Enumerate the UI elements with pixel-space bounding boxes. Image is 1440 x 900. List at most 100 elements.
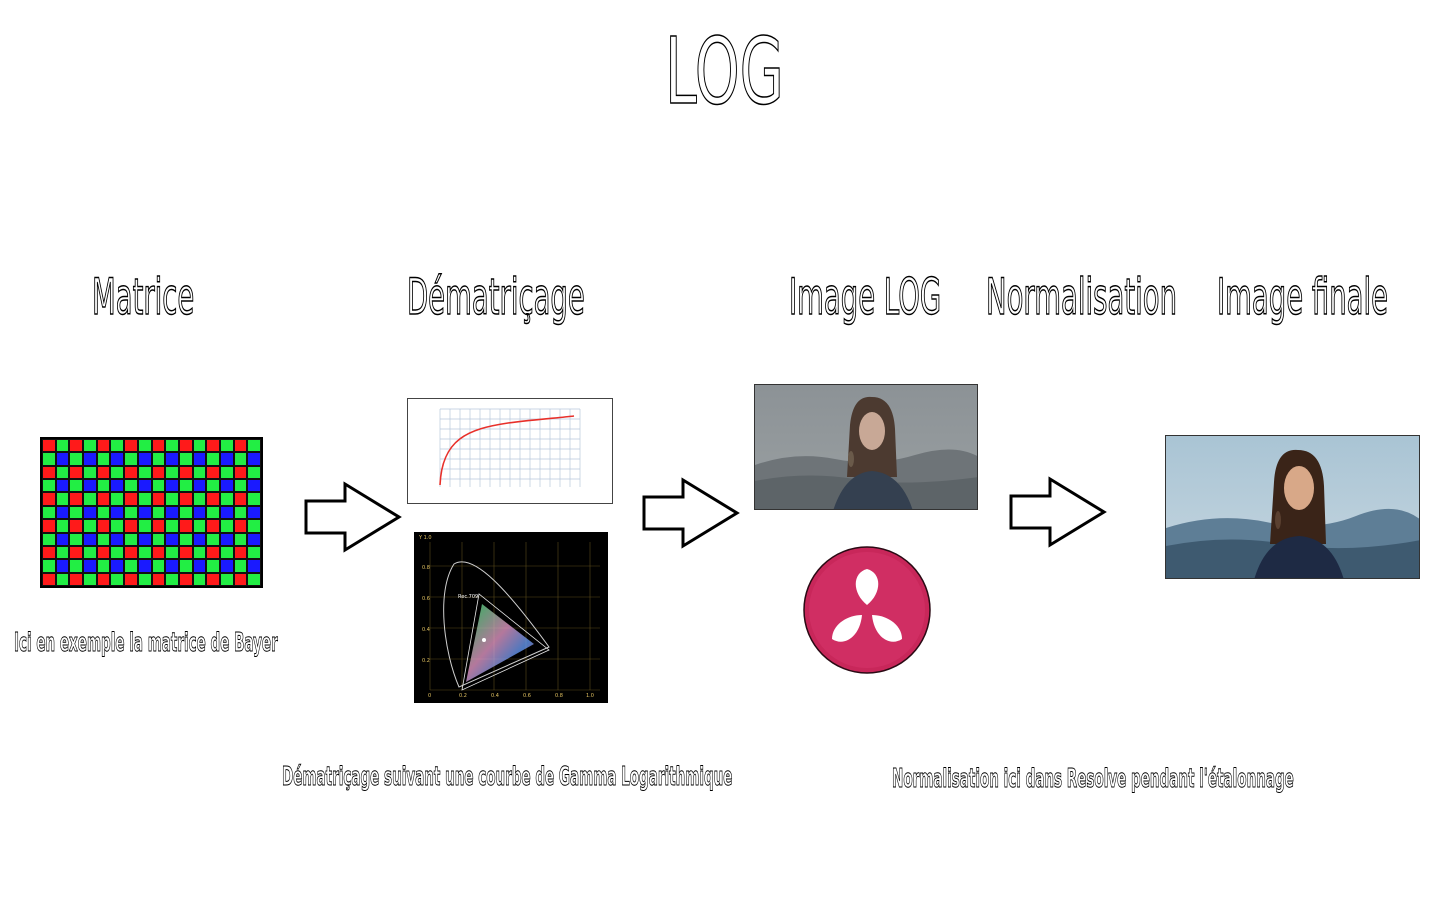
- bayer-cell: [219, 559, 234, 573]
- bayer-cell: [233, 572, 248, 586]
- bayer-cell: [124, 519, 138, 533]
- bayer-cell: [178, 505, 193, 520]
- svg-text:0.2: 0.2: [459, 693, 467, 699]
- bayer-cell: [233, 479, 248, 493]
- bayer-cell: [219, 572, 234, 586]
- bayer-cell: [42, 452, 56, 466]
- arrow-right-icon: [1009, 476, 1107, 548]
- svg-text:0.6: 0.6: [523, 693, 531, 699]
- step-matrice-label: Matrice: [92, 267, 195, 327]
- bayer-cell: [206, 545, 220, 560]
- svg-text:1.0: 1.0: [586, 693, 594, 699]
- bayer-cell: [233, 452, 248, 466]
- bayer-cell: [178, 545, 193, 560]
- bayer-cell: [55, 479, 70, 493]
- bayer-cell: [178, 479, 193, 493]
- step-image-log-label: Image LOG: [789, 267, 942, 327]
- bayer-cell: [206, 465, 220, 480]
- bayer-cell: [233, 505, 248, 520]
- bayer-cell: [247, 465, 261, 480]
- bayer-cell: [151, 532, 166, 546]
- bayer-cell: [151, 519, 166, 533]
- bayer-cell: [219, 465, 234, 480]
- bayer-cell: [151, 492, 166, 506]
- bayer-cell: [178, 439, 193, 453]
- bayer-cell: [178, 465, 193, 480]
- bayer-cell: [110, 465, 125, 480]
- bayer-cell: [192, 532, 207, 546]
- bayer-cell: [165, 439, 179, 453]
- bayer-cell: [69, 465, 84, 480]
- bayer-cell: [233, 439, 248, 453]
- bayer-cell: [42, 492, 56, 506]
- bayer-cell: [247, 545, 261, 560]
- bayer-cell: [178, 492, 193, 506]
- bayer-cell: [55, 492, 70, 506]
- bayer-cell: [69, 559, 84, 573]
- bayer-cell: [233, 532, 248, 546]
- bayer-cell: [124, 439, 138, 453]
- bayer-cell: [151, 452, 166, 466]
- bayer-cell: [233, 492, 248, 506]
- bayer-cell: [137, 439, 152, 453]
- bayer-cell: [42, 545, 56, 560]
- bayer-cell: [192, 439, 207, 453]
- bayer-cell: [137, 452, 152, 466]
- bayer-cell: [151, 479, 166, 493]
- bayer-cell: [124, 532, 138, 546]
- bayer-cell: [110, 572, 125, 586]
- bayer-cell: [192, 492, 207, 506]
- bayer-cell: [247, 505, 261, 520]
- bayer-cell: [96, 452, 111, 466]
- bayer-cell: [247, 559, 261, 573]
- bayer-cell: [124, 572, 138, 586]
- bayer-cell: [42, 559, 56, 573]
- bayer-cell: [137, 559, 152, 573]
- bayer-cell: [124, 452, 138, 466]
- step-dematricage-label: Dématriçage: [407, 267, 586, 327]
- bayer-cell: [151, 465, 166, 480]
- bayer-cell: [83, 519, 97, 533]
- bayer-cell: [247, 452, 261, 466]
- bayer-cell: [96, 559, 111, 573]
- bayer-cell: [83, 452, 97, 466]
- bayer-cell: [178, 452, 193, 466]
- bayer-cell: [124, 492, 138, 506]
- bayer-cell: [233, 559, 248, 573]
- bayer-cell: [55, 452, 70, 466]
- page-title: LOG: [665, 17, 785, 126]
- bayer-cell: [42, 505, 56, 520]
- bayer-cell: [233, 545, 248, 560]
- log-curve-plot: [439, 408, 581, 487]
- svg-text:Rec.709: Rec.709: [458, 594, 478, 600]
- bayer-cell: [233, 519, 248, 533]
- bayer-cell: [55, 439, 70, 453]
- bayer-cell: [233, 465, 248, 480]
- bayer-cell: [110, 519, 125, 533]
- gamma-caption: Dématriçage suivant une courbe de Gamma …: [282, 762, 733, 793]
- bayer-cell: [165, 479, 179, 493]
- bayer-cell: [192, 505, 207, 520]
- bayer-cell: [178, 532, 193, 546]
- bayer-cell: [83, 465, 97, 480]
- bayer-cell: [69, 545, 84, 560]
- bayer-cell: [151, 545, 166, 560]
- bayer-cell: [206, 505, 220, 520]
- bayer-cell: [206, 519, 220, 533]
- bayer-cell: [83, 545, 97, 560]
- bayer-cell: [137, 545, 152, 560]
- bayer-cell: [165, 572, 179, 586]
- bayer-cell: [110, 559, 125, 573]
- bayer-cell: [192, 479, 207, 493]
- bayer-cell: [83, 532, 97, 546]
- bayer-cell: [42, 532, 56, 546]
- bayer-cell: [206, 492, 220, 506]
- bayer-cell: [124, 465, 138, 480]
- bayer-cell: [165, 465, 179, 480]
- bayer-cell: [165, 505, 179, 520]
- bayer-cell: [83, 479, 97, 493]
- bayer-cell: [42, 479, 56, 493]
- bayer-cell: [124, 545, 138, 560]
- bayer-cell: [192, 559, 207, 573]
- bayer-cell: [110, 492, 125, 506]
